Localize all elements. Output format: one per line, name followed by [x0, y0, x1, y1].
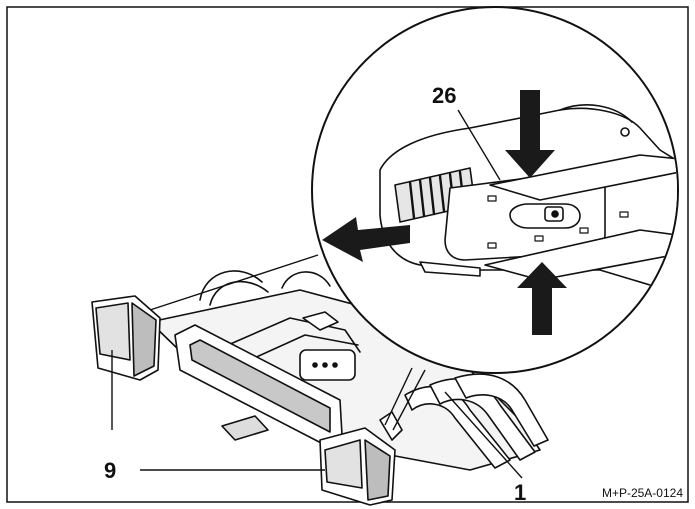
callout-9: 9: [104, 458, 116, 483]
arrow-down-icon: [505, 90, 555, 178]
zoom-guide-line-left: [149, 254, 319, 311]
callout-26: 26: [432, 83, 456, 108]
callout-1: 1: [514, 480, 526, 505]
carrier-illustration: [91, 270, 549, 506]
callout-leader-1: [444, 391, 523, 479]
figure-frame: [6, 6, 689, 503]
arrow-up-icon: [517, 262, 567, 335]
zoom-guide-line-right-2: [392, 369, 426, 431]
arrow-left-icon: [322, 217, 410, 262]
detail-magnifier: [311, 6, 679, 374]
callout-leader-26: [457, 109, 501, 181]
reference-code: M+P-25A-0124: [602, 486, 683, 500]
zoom-guide-line-right: [384, 367, 413, 426]
